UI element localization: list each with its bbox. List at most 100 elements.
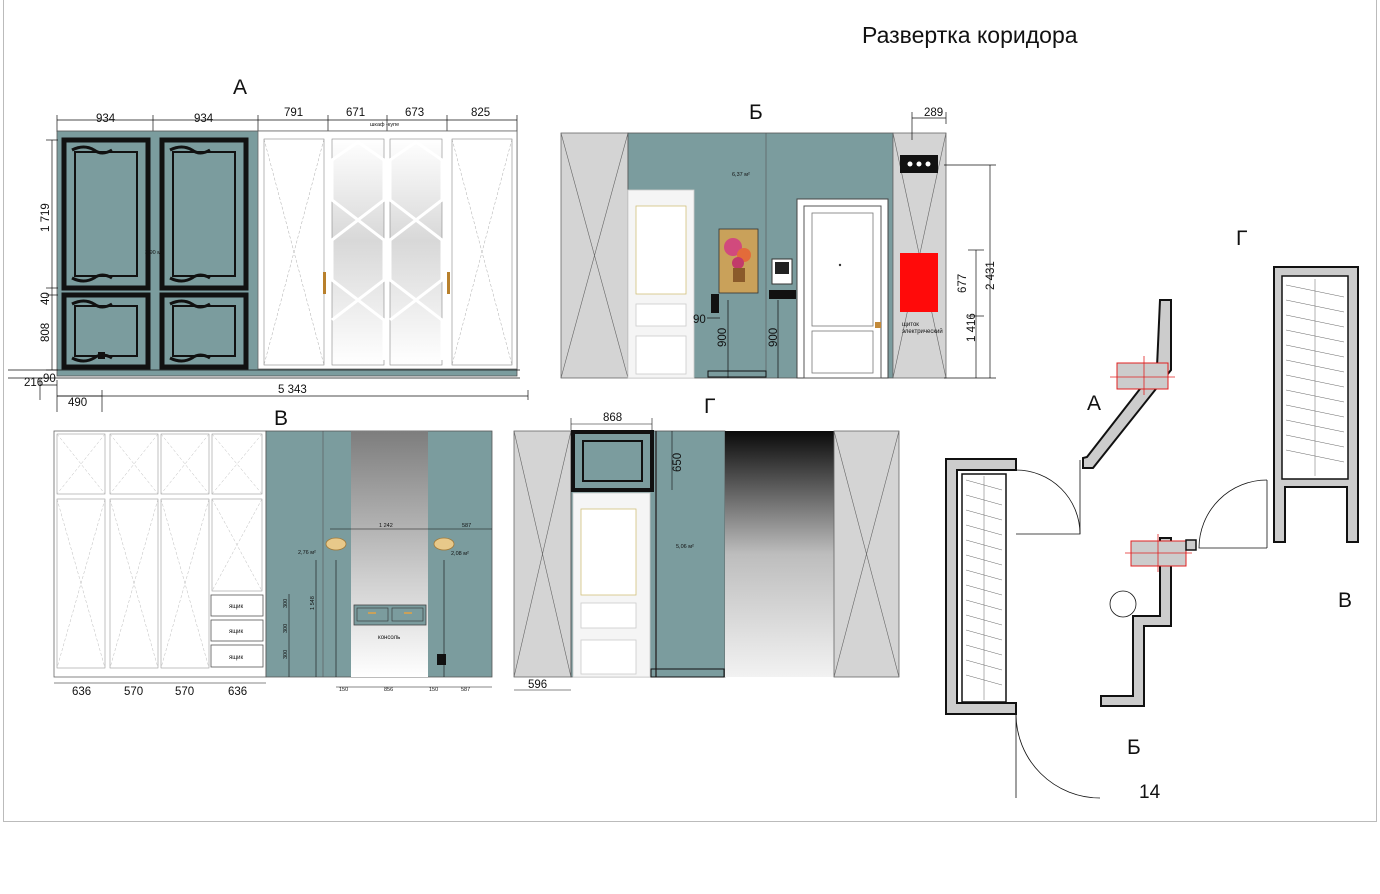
drawer-1	[210, 594, 264, 617]
interior-door-b	[627, 189, 695, 379]
plan-door-swing-2	[1015, 713, 1101, 799]
plan-wardrobe-left-hatch	[965, 476, 1003, 700]
elevation-g-dims	[514, 418, 673, 691]
area-a: 3,90 м²	[145, 250, 163, 256]
electric-panel	[900, 253, 938, 312]
threshold-g	[650, 668, 725, 678]
dim-a-top-2: 934	[194, 113, 214, 125]
plan-wall-b	[1100, 537, 1172, 707]
switch-v	[437, 654, 446, 665]
elevation-b-label: Б	[749, 101, 763, 124]
handle-a-1	[323, 272, 326, 294]
elevation-a-label: А	[233, 76, 247, 99]
plan-label-a: А	[1087, 392, 1101, 415]
dim-v-bottom-6: 856	[384, 687, 393, 693]
dim-a-left-3: 808	[40, 323, 52, 342]
console-label: консоль	[378, 635, 400, 641]
plan-wardrobe-g-hatch	[1285, 279, 1345, 476]
electric-panel-note-1: щиток	[902, 322, 919, 328]
mirror	[351, 431, 428, 677]
floor-plan: А Б В Г	[945, 227, 1359, 799]
dim-v-bottom-7: 150	[429, 687, 438, 693]
electric-panel-note-2: электрический	[902, 328, 943, 335]
dim-v-bottom-2: 570	[124, 686, 143, 698]
switch-b	[711, 294, 719, 313]
dim-v-inner-6: 300	[283, 650, 289, 659]
cabinet-v-cross-lines	[56, 433, 263, 669]
drawer-label-1: ящик	[229, 604, 244, 610]
dim-v-inner-1: 1 242	[379, 523, 393, 529]
dim-g-top: 868	[603, 412, 622, 424]
area-b: 6,37 м²	[732, 172, 750, 178]
threshold-b	[707, 370, 767, 378]
elevation-v: В ящик ящик ящик	[53, 407, 493, 698]
elevation-b-dims	[707, 112, 996, 379]
elevation-v-dims	[54, 528, 492, 688]
dim-b-right-2: 1 416	[966, 313, 978, 342]
dim-b-top: 289	[924, 107, 943, 119]
drawer-2	[210, 619, 264, 642]
sconce-right	[433, 537, 455, 551]
dim-a-bottom-4: 5 343	[278, 384, 307, 396]
dim-a-bottom-3: 490	[68, 397, 87, 409]
sheet-border-bottom	[3, 821, 1377, 822]
sheet-title: Развертка коридора	[862, 22, 1078, 48]
dim-a-top-4: 671	[346, 107, 365, 119]
dim-v-inner-3: 1 548	[310, 596, 316, 610]
dim-b-inner-1: 90	[693, 314, 706, 326]
dim-a-bottom-1: 216	[24, 377, 43, 389]
dim-b-inner-3: 900	[768, 328, 780, 347]
handle-a-2	[447, 272, 450, 294]
plan-circle	[1109, 590, 1137, 618]
area-g: 5,06 м²	[676, 544, 694, 550]
dim-a-left-1: 1 719	[40, 203, 52, 232]
dim-a-bottom-2: 90	[43, 373, 56, 385]
elevation-b: Б 6,37 м²	[560, 101, 997, 379]
dim-v-bottom-1: 636	[72, 686, 91, 698]
elevation-a: А 934 934 791 671 673 825 шкаф -купе 3,9…	[8, 76, 529, 412]
drawer-label-3: ящик	[229, 655, 244, 661]
dim-a-left-2: 40	[40, 292, 52, 305]
dim-v-bottom-5: 150	[339, 687, 348, 693]
drawer-3	[210, 644, 264, 668]
dim-v-inner-4: 300	[283, 599, 289, 608]
glass-pattern	[330, 140, 444, 360]
drawer-label-2: ящик	[229, 629, 244, 635]
dim-g-bottom: 596	[528, 679, 547, 691]
plan-label-v: В	[1338, 589, 1352, 612]
sheet-border-right	[1376, 0, 1377, 822]
sconce-left	[325, 537, 347, 551]
dim-g-vertical: 650	[672, 453, 684, 472]
switch-block-b	[769, 290, 796, 299]
wardrobe-cross-lines	[263, 138, 513, 366]
socket-a	[98, 352, 105, 359]
dim-b-right-1: 677	[957, 274, 969, 293]
page-number: 14	[1139, 782, 1161, 803]
dim-b-inner-2: 900	[717, 328, 729, 347]
classic-panels	[61, 137, 249, 370]
dim-a-top-3: 791	[284, 107, 303, 119]
painting-flowers	[724, 238, 742, 256]
dim-v-bottom-4: 636	[228, 686, 247, 698]
elevation-g: Г 5,06 м²	[513, 395, 900, 691]
interior-door-g	[572, 492, 651, 678]
plan-door-swing-1	[1015, 469, 1081, 535]
elevation-v-label: В	[274, 407, 288, 430]
dim-v-inner-5: 300	[283, 624, 289, 633]
dim-v-bottom-3: 570	[175, 686, 194, 698]
dim-v-bottom-8: 587	[461, 687, 470, 693]
elevation-a-floor	[8, 139, 529, 412]
elevation-a-top-dims	[56, 115, 518, 132]
dim-a-top-5: 673	[405, 107, 424, 119]
wardrobe-note: шкаф -купе	[370, 122, 399, 128]
dim-a-top-1: 934	[96, 113, 116, 125]
dim-b-right-3: 2 431	[985, 261, 997, 290]
plan-column-b	[1130, 540, 1187, 567]
elevation-g-label: Г	[704, 395, 715, 418]
plan-column-a	[1116, 362, 1169, 390]
plan-door-swing-3	[1198, 479, 1268, 549]
area-v-2: 2,08 м²	[451, 551, 469, 557]
plan-wall-left	[945, 458, 1017, 715]
